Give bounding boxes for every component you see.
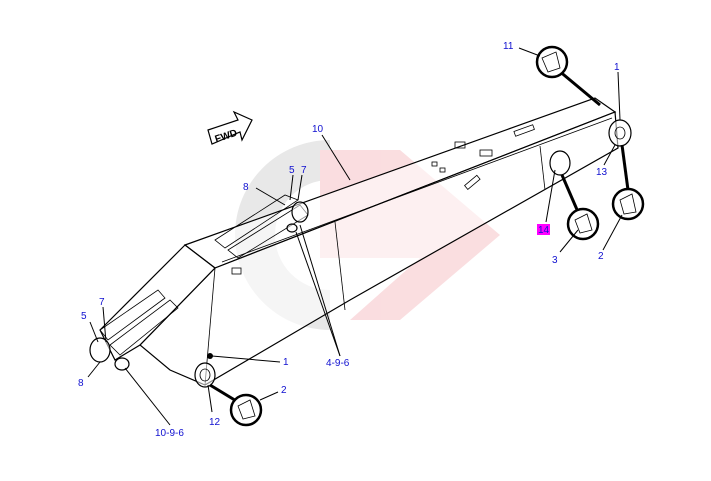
label-7-bottom: 7 [99, 297, 105, 308]
label-2-right: 2 [598, 251, 604, 262]
fwd-arrow-icon: FWD [207, 110, 253, 145]
label-1-top: 1 [614, 62, 620, 73]
detail-callout-11 [535, 45, 601, 107]
part-labels: 11 1 10 5 7 8 13 14 3 2 4-9-6 5 7 8 1 2 … [78, 41, 620, 439]
label-10-9-6: 10-9-6 [155, 428, 184, 439]
label-1-bottom: 1 [283, 357, 289, 368]
label-13: 13 [596, 167, 608, 178]
label-14: 14 [538, 225, 550, 236]
label-5-bottom: 5 [81, 311, 87, 322]
label-4-9-6: 4-9-6 [326, 358, 350, 369]
label-14-highlight [537, 224, 550, 235]
label-8-bottom: 8 [78, 378, 84, 389]
label-7-top: 7 [301, 165, 307, 176]
label-5-top: 5 [289, 165, 295, 176]
label-3: 3 [552, 255, 558, 266]
leader-lines [87, 47, 623, 426]
detail-callout-2-right [611, 144, 645, 221]
detail-callout-3 [560, 174, 600, 241]
label-10: 10 [312, 124, 324, 135]
detail-callout-2-bottom [209, 383, 263, 427]
boom-body [89, 97, 632, 388]
label-2-bottom: 2 [281, 385, 287, 396]
label-12: 12 [209, 417, 221, 428]
label-8-top: 8 [243, 182, 249, 193]
label-11: 11 [503, 41, 514, 52]
